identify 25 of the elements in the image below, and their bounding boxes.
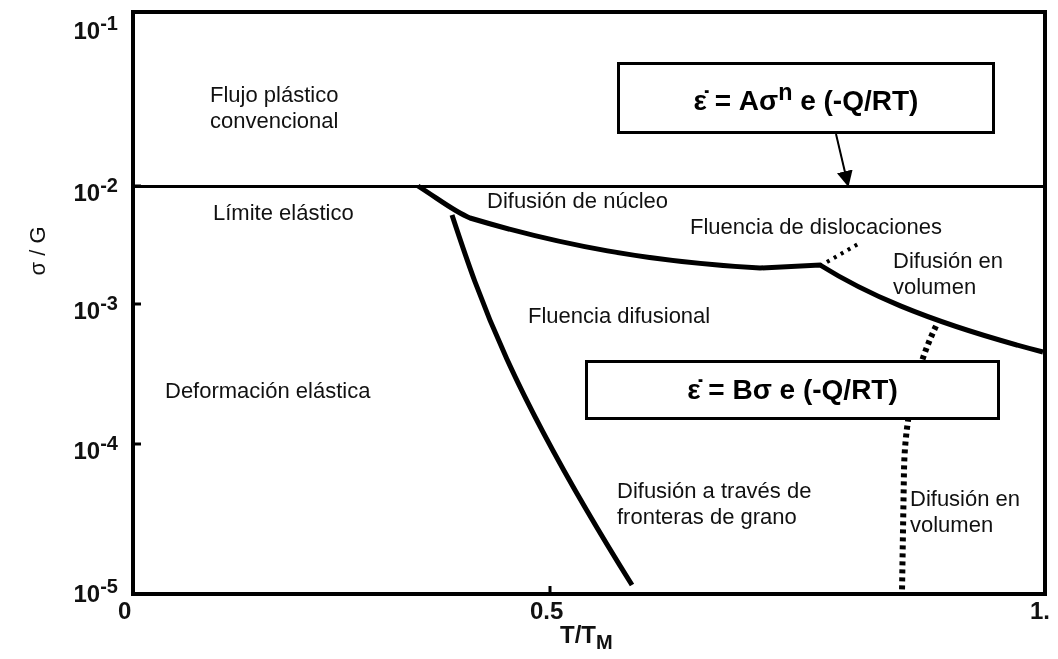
region-label: Difusión de núcleo: [487, 188, 668, 214]
region-label: Fluencia difusional: [528, 303, 711, 329]
equation-box: [585, 360, 1000, 420]
equation-text: ε̇ = Bσ e (-Q/RT): [687, 374, 898, 406]
boundary-line: [135, 185, 1043, 188]
tick-label: 0.5: [530, 598, 564, 624]
equation-box: [617, 62, 995, 134]
region-label: Difusión en volumen: [893, 248, 1005, 300]
arrow: [835, 133, 853, 187]
tick-label: 10$^{-2}$: [72, 173, 118, 206]
region-label: Difusión a través de fronteras de grano: [617, 478, 813, 530]
tick-label: 10$^{-1}$: [72, 11, 118, 44]
region-label: Difusión en volumen: [910, 486, 1022, 538]
equation-text: ε̇ = Aσ$^{n}$ e (-Q/RT): [693, 78, 919, 118]
axis-title: T/T$_{M}$: [560, 622, 613, 655]
region-label: Deformación elástica: [165, 378, 371, 404]
tick-label: 1.: [1030, 598, 1050, 624]
tick-label: 10$^{-3}$: [72, 291, 118, 324]
region-label: Flujo plástico convencional: [210, 82, 340, 134]
tick-label: 10$^{-4}$: [72, 431, 118, 464]
tick-label: 0: [118, 598, 132, 624]
axis-title: σ / G: [25, 225, 51, 278]
region-label: Fluencia de dislocaciones: [690, 214, 942, 240]
region-label: Límite elástico: [213, 200, 354, 226]
tick-label: 10$^{-5}$: [72, 574, 118, 607]
